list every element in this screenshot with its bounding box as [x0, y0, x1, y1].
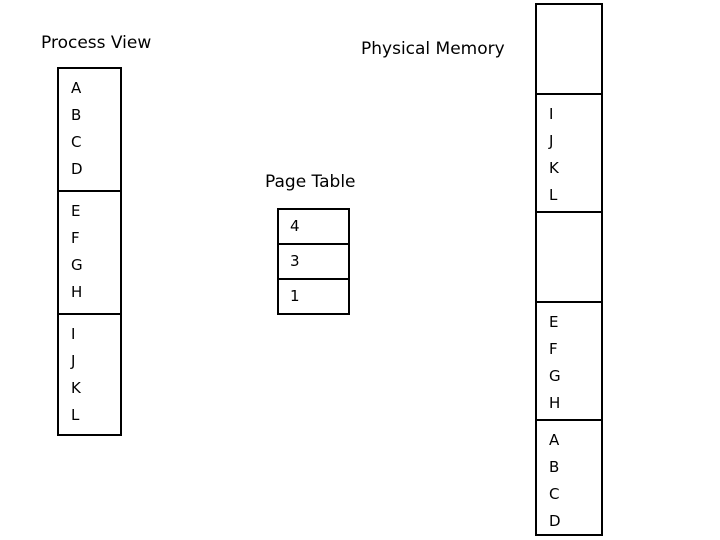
process-view-page-0-glyph-0: A: [71, 79, 82, 97]
process-view-page-0-glyph-2: C: [71, 133, 82, 151]
physical-memory-frame-4-glyph-2: C: [549, 485, 560, 503]
process-view-page-2: I J K L: [59, 315, 120, 438]
physical-memory-frame-1: I J K L: [537, 95, 601, 213]
process-view-page-1: E F G H: [59, 192, 120, 315]
physical-memory-title: Physical Memory: [361, 39, 505, 59]
physical-memory-frame-4-glyph-0: A: [549, 431, 560, 449]
process-view-page-1-glyph-2: G: [71, 256, 83, 274]
physical-memory-frame-4-glyph-1: B: [549, 458, 560, 476]
process-view-page-2-glyph-0: I: [71, 325, 76, 343]
process-view-page-1-glyph-1: F: [71, 229, 80, 247]
physical-memory-frame-3-glyph-3: H: [549, 394, 561, 412]
page-table-row-2: 1: [290, 287, 300, 305]
page-table-row-1: 3: [279, 245, 348, 280]
process-view-page-1-glyph-3: H: [71, 283, 83, 301]
physical-memory-frame-3: E F G H: [537, 303, 601, 421]
page-table-row-0: 4: [279, 210, 348, 245]
process-view-page-2-glyph-2: K: [71, 379, 81, 397]
physical-memory-frame-1-glyph-3: L: [549, 186, 558, 204]
process-view-page-0: A B C D: [59, 69, 120, 192]
process-view-page-1-glyph-0: E: [71, 202, 81, 220]
physical-memory-frame-3-glyph-2: G: [549, 367, 561, 385]
physical-memory-frame-3-glyph-0: E: [549, 313, 559, 331]
physical-memory-frame-4-glyph-3: D: [549, 512, 561, 530]
process-view-column: A B C D E F G H I J K L: [57, 67, 122, 436]
physical-memory-frame-0: [537, 5, 601, 95]
physical-memory-frame-3-glyph-1: F: [549, 340, 558, 358]
page-table-title: Page Table: [265, 172, 356, 192]
process-view-page-0-glyph-3: D: [71, 160, 83, 178]
process-view-page-2-glyph-3: L: [71, 406, 80, 424]
physical-memory-column: I J K L E F G H A B C D: [535, 3, 603, 536]
physical-memory-frame-2: [537, 213, 601, 303]
process-view-page-0-glyph-1: B: [71, 106, 82, 124]
physical-memory-frame-1-glyph-2: K: [549, 159, 559, 177]
process-view-page-2-glyph-1: J: [71, 352, 76, 370]
physical-memory-frame-4: A B C D: [537, 421, 601, 536]
physical-memory-frame-1-glyph-1: J: [549, 132, 554, 150]
process-view-title: Process View: [41, 33, 152, 53]
physical-memory-frame-1-glyph-0: I: [549, 105, 554, 123]
page-table: 4 3 1: [277, 208, 350, 315]
